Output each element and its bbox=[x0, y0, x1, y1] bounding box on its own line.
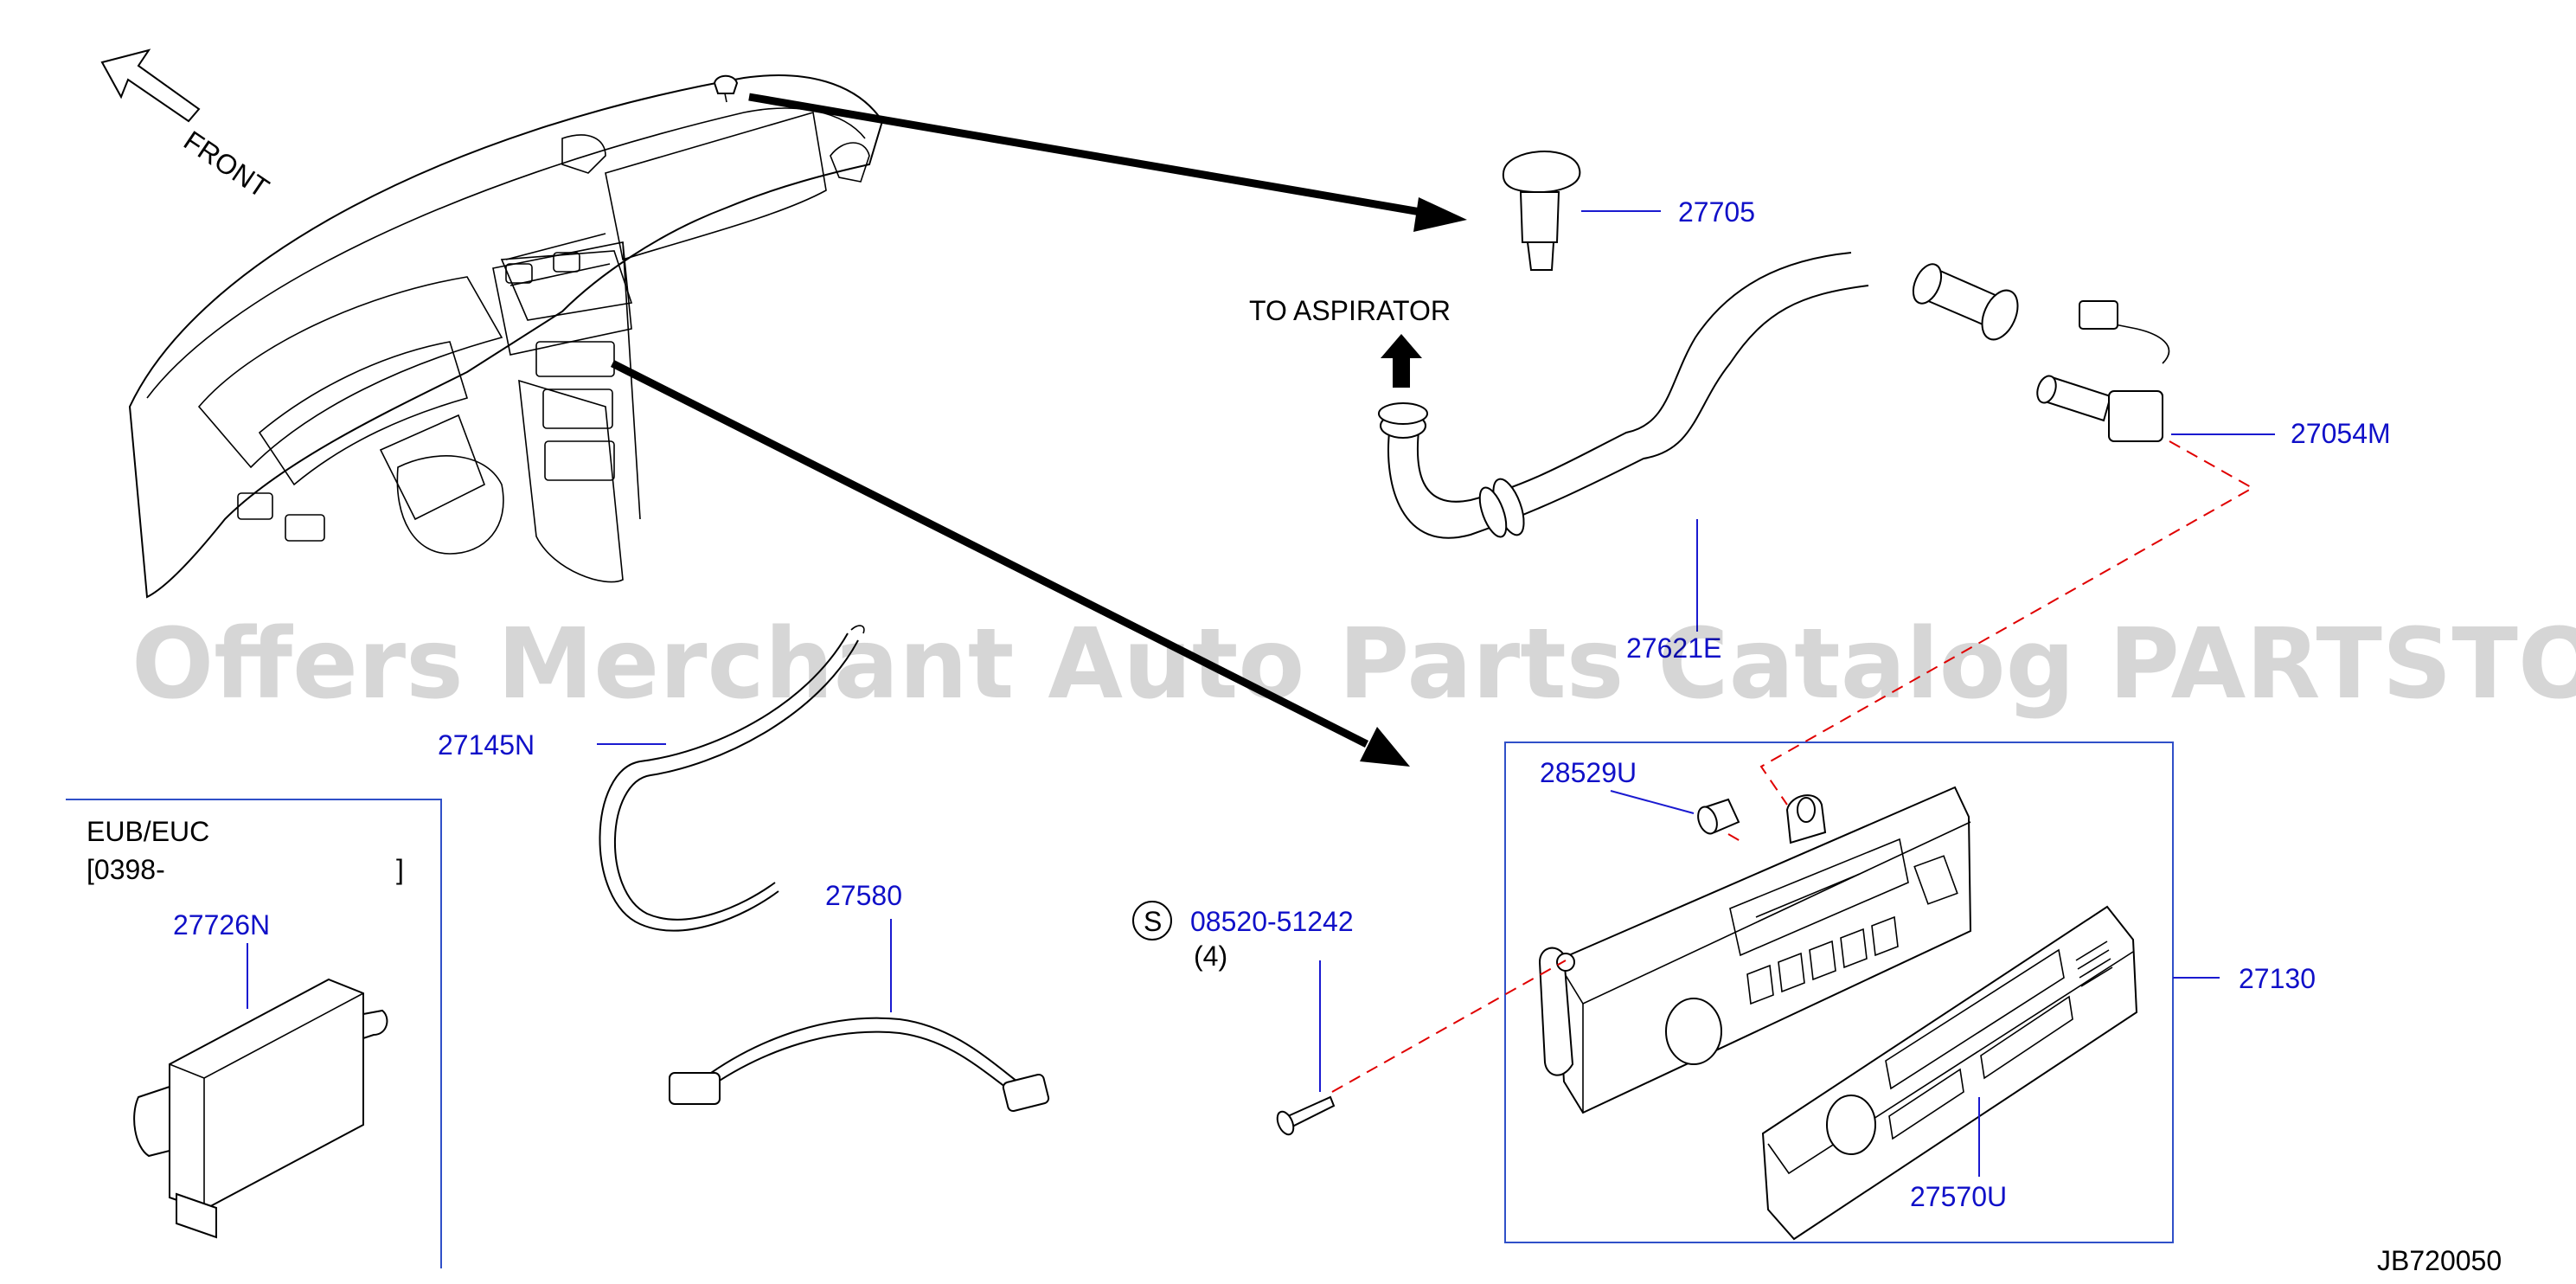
diagram-code: JB720050 bbox=[2377, 1245, 2502, 1276]
aspirator-hose-part bbox=[1378, 252, 2019, 539]
part-number-27621E[interactable]: 27621E bbox=[1626, 632, 1721, 664]
watermark: Offers Merchant Auto Parts Catalog PARTS… bbox=[131, 608, 2576, 721]
control-assembly-box bbox=[1504, 742, 2174, 1243]
connection-lines bbox=[1331, 440, 2255, 1093]
part-number-27705[interactable]: 27705 bbox=[1678, 196, 1755, 228]
part-number-28529U[interactable]: 28529U bbox=[1540, 757, 1637, 788]
variant-range-close: ] bbox=[396, 854, 404, 885]
bulb-part bbox=[1697, 798, 1740, 835]
variant-box bbox=[66, 799, 442, 1268]
part-number-27580[interactable]: 27580 bbox=[825, 880, 902, 911]
leader-28529U bbox=[1610, 790, 1695, 814]
part-number-27570U[interactable]: 27570U bbox=[1910, 1181, 2007, 1212]
defroster-sensor-location-icon bbox=[713, 74, 739, 94]
fastener-quantity: (4) bbox=[1194, 941, 1227, 972]
up-arrow-icon bbox=[1381, 334, 1422, 388]
screw-part bbox=[1276, 1095, 1336, 1136]
variant-label: EUB/EUC bbox=[87, 816, 209, 847]
part-number-27054M[interactable]: 27054M bbox=[2291, 418, 2391, 449]
part-number-27726N[interactable]: 27726N bbox=[173, 909, 270, 941]
variant-range-open: [0398- bbox=[87, 854, 165, 885]
service-symbol: S bbox=[1144, 906, 1162, 937]
part-number-27130[interactable]: 27130 bbox=[2239, 963, 2316, 994]
finisher-part bbox=[1761, 905, 2138, 1241]
aspirator-note: TO ASPIRATOR bbox=[1249, 295, 1451, 326]
harness-part bbox=[599, 625, 865, 932]
control-unit-part bbox=[133, 978, 388, 1239]
part-number-27145N[interactable]: 27145N bbox=[438, 729, 535, 761]
location-arrows bbox=[610, 93, 1467, 767]
service-symbol-icon bbox=[1132, 901, 1172, 941]
front-arrow-icon bbox=[100, 48, 201, 123]
aspirator-part bbox=[2036, 300, 2170, 442]
control-assembly-part bbox=[1538, 786, 1972, 1114]
in-car-sensor-part bbox=[1502, 151, 1581, 271]
instrument-panel-drawing bbox=[128, 74, 884, 599]
front-label: FRONT bbox=[178, 125, 274, 203]
part-number-08520-51242[interactable]: 08520-51242 bbox=[1190, 906, 1354, 937]
sub-harness-part bbox=[669, 1017, 1050, 1113]
